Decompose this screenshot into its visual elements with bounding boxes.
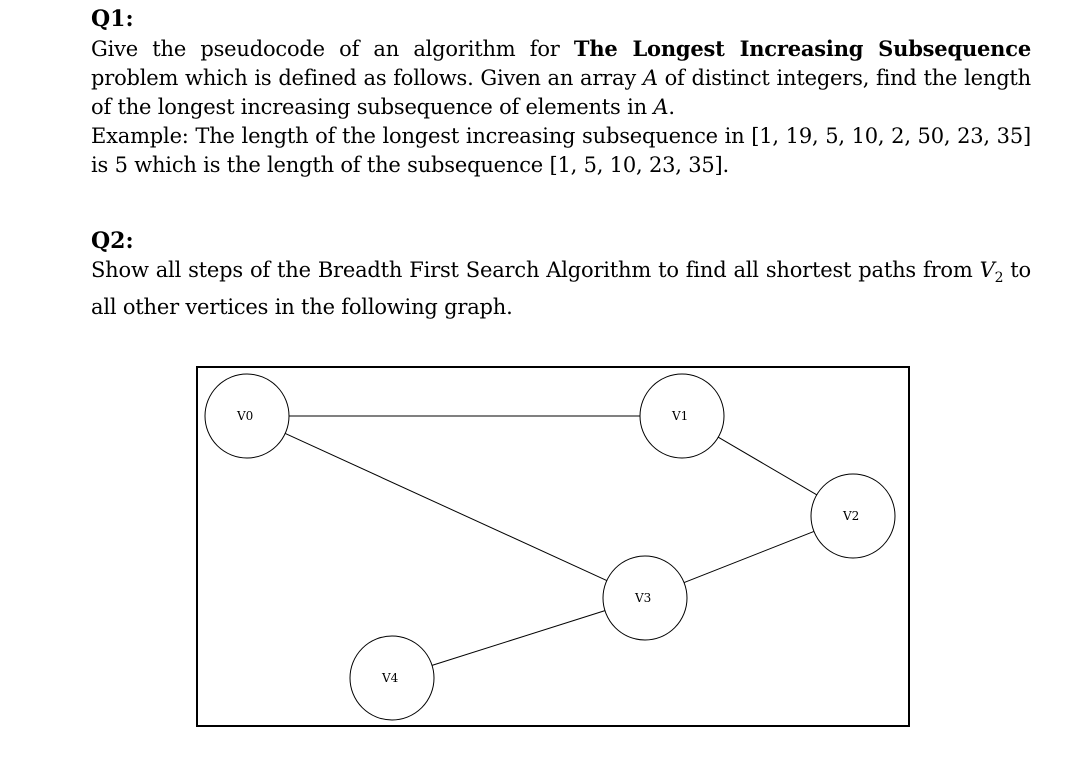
node-v4 — [349, 635, 435, 721]
node-label-v0: V0 — [236, 409, 253, 423]
q1-var-a: A — [642, 66, 658, 90]
document-page: Q1: Give the pseudocode of an algorithm … — [91, 4, 1031, 322]
q1-text-part: problem which is defined as follows. Giv… — [91, 66, 643, 90]
node-label-v3: V3 — [634, 591, 651, 605]
node-v1 — [639, 373, 725, 459]
q2-description: Show all steps of the Breadth First Sear… — [91, 256, 1031, 322]
q1-problem-name: The Longest Increasing Subsequence — [573, 36, 1031, 61]
edge-v2-v3 — [683, 530, 815, 584]
node-label-v1: V1 — [671, 409, 688, 423]
q2-text-part: to all other vertices in the following g… — [91, 258, 1031, 320]
edge-v3-v4 — [431, 610, 606, 666]
q2-var-v: V — [979, 258, 995, 282]
q2-var-sub: 2 — [994, 270, 1004, 287]
q1-description: Give the pseudocode of an algorithm for … — [91, 34, 1031, 122]
node-label-v2: V2 — [842, 509, 859, 523]
q1-text-part: Give the pseudocode of an algorithm for — [91, 37, 574, 61]
node-v3 — [602, 555, 688, 641]
q1-example: Example: The length of the longest incre… — [91, 124, 1031, 177]
q1-text-part: of distinct integers, find the length of… — [91, 66, 1031, 119]
node-label-v4: V4 — [381, 671, 399, 685]
q1-heading: Q1: — [91, 6, 134, 32]
node-v2 — [810, 473, 896, 559]
q1-var-a: A — [653, 95, 669, 119]
q2-heading: Q2: — [91, 228, 134, 254]
edge-v1-v2 — [718, 436, 817, 496]
edge-v0-v3 — [284, 433, 608, 581]
node-v0 — [204, 373, 290, 459]
q1-text-part: . — [668, 95, 675, 119]
q2-text-part: Show all steps of the Breadth First Sear… — [91, 258, 980, 282]
